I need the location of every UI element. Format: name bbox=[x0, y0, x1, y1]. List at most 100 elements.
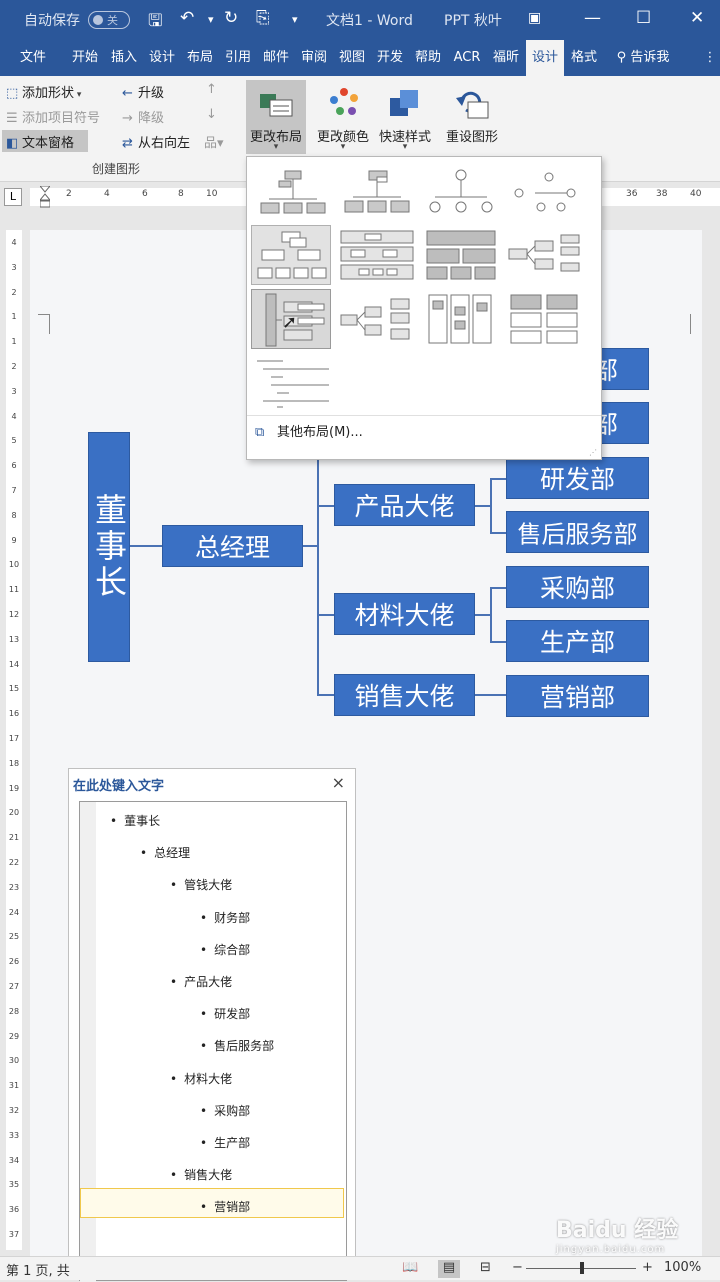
node-product-lead[interactable]: 产品大佬 bbox=[334, 484, 475, 526]
text-pane-item[interactable]: 总经理 bbox=[140, 844, 190, 861]
add-shape-button[interactable]: ⬚添加形状 ▾ bbox=[6, 86, 82, 101]
tab-review[interactable]: 审阅 bbox=[300, 50, 327, 65]
vruler-number: 13 bbox=[8, 634, 20, 644]
vruler-number: 20 bbox=[8, 808, 20, 818]
page-count[interactable]: 第 1 页, 共 bbox=[6, 1264, 70, 1279]
tab-file[interactable]: 文件 bbox=[19, 50, 46, 65]
text-pane-item[interactable]: 材料大佬 bbox=[170, 1070, 232, 1087]
text-pane-button[interactable]: ◧文本窗格 bbox=[6, 136, 75, 151]
text-pane-item[interactable]: 营销部 bbox=[200, 1198, 250, 1215]
layout-name-title-org[interactable] bbox=[337, 163, 417, 223]
layout-hierarchy-circles[interactable] bbox=[505, 163, 585, 223]
node-purchasing[interactable]: 采购部 bbox=[506, 566, 649, 608]
move-down-icon[interactable]: ↓ bbox=[206, 107, 217, 122]
save-icon[interactable]: 🖫 bbox=[148, 11, 163, 31]
add-bullet-button[interactable]: ☰添加项目符号 bbox=[6, 111, 101, 126]
node-aftersales[interactable]: 售后服务部 bbox=[506, 511, 649, 553]
text-pane-item[interactable]: 董事长 bbox=[110, 812, 160, 829]
text-pane-item[interactable]: 采购部 bbox=[200, 1102, 250, 1119]
maximize-icon[interactable]: ☐ bbox=[636, 8, 652, 28]
account-name[interactable]: PPT 秋叶 bbox=[444, 13, 502, 29]
tab-design[interactable]: 设计 bbox=[148, 50, 175, 65]
layout-horizontal-org-chart-hovered[interactable]: ➚ bbox=[251, 289, 331, 349]
node-rd[interactable]: 研发部 bbox=[506, 457, 649, 499]
layout-labeled-hierarchy[interactable] bbox=[337, 225, 417, 285]
redo-icon[interactable]: ↻ bbox=[224, 8, 239, 28]
tab-smartart-design[interactable]: 设计 bbox=[526, 40, 564, 76]
layout-org-chart[interactable] bbox=[253, 163, 333, 223]
layout-table-hierarchy[interactable] bbox=[421, 225, 501, 285]
node-chairman[interactable]: 董事长 bbox=[88, 432, 130, 662]
print-layout-icon[interactable]: ▤ bbox=[438, 1260, 460, 1278]
text-pane-item[interactable]: 销售大佬 bbox=[170, 1166, 232, 1183]
indent-marker[interactable] bbox=[38, 185, 52, 208]
text-pane-body[interactable]: 董事长总经理管钱大佬财务部综合部产品大佬研发部售后服务部材料大佬采购部生产部销售… bbox=[79, 801, 347, 1282]
text-pane-item[interactable]: 售后服务部 bbox=[200, 1037, 274, 1054]
layout-lined-list[interactable] bbox=[505, 289, 585, 349]
text-pane-item[interactable]: 研发部 bbox=[200, 1005, 250, 1022]
text-pane-item[interactable]: 管钱大佬 bbox=[170, 876, 232, 893]
text-pane-item[interactable]: 生产部 bbox=[200, 1134, 250, 1151]
tab-foxit[interactable]: 福昕 bbox=[492, 50, 519, 65]
tab-mailings[interactable]: 邮件 bbox=[262, 50, 289, 65]
change-colors-button[interactable]: 更改颜色 ▾ bbox=[314, 80, 372, 154]
layout-org-icon[interactable]: 品▾ bbox=[204, 136, 224, 151]
node-marketing[interactable]: 营销部 bbox=[506, 675, 649, 717]
zoom-slider-thumb[interactable] bbox=[580, 1262, 584, 1274]
node-production[interactable]: 生产部 bbox=[506, 620, 649, 662]
layout-horizontal-hierarchy[interactable] bbox=[505, 225, 585, 285]
text-pane-item[interactable]: 综合部 bbox=[200, 941, 250, 958]
node-sales-lead[interactable]: 销售大佬 bbox=[334, 674, 475, 716]
vruler-number: 10 bbox=[8, 560, 20, 570]
layout-circle-picture-hierarchy[interactable] bbox=[421, 163, 501, 223]
layout-hierarchy-current[interactable] bbox=[251, 225, 331, 285]
share-icon[interactable]: ⋮ bbox=[703, 50, 717, 65]
zoom-level[interactable]: 100% bbox=[664, 1260, 702, 1275]
web-layout-icon[interactable]: ⊟ bbox=[480, 1260, 491, 1275]
tab-help[interactable]: 帮助 bbox=[414, 50, 441, 65]
quick-styles-button[interactable]: 快速样式 ▾ bbox=[374, 80, 436, 154]
right-to-left-button[interactable]: ⇄从右向左 bbox=[122, 136, 191, 151]
qat-more-icon[interactable]: ▾ bbox=[292, 13, 298, 26]
layout-hierarchy-list[interactable] bbox=[253, 353, 333, 413]
ribbon-tabs: 文件 开始 插入 设计 布局 引用 邮件 审阅 视图 开发 帮助 ACR 福昕 … bbox=[0, 40, 720, 76]
undo-dropdown-icon[interactable]: ▾ bbox=[208, 13, 214, 26]
close-window-icon[interactable]: ✕ bbox=[690, 8, 705, 28]
tab-insert[interactable]: 插入 bbox=[110, 50, 137, 65]
change-layout-button[interactable]: 更改布局 ▾ bbox=[246, 80, 306, 154]
quick-styles-icon bbox=[390, 90, 418, 116]
read-mode-icon[interactable]: 📖 bbox=[402, 1260, 419, 1275]
tell-me-box[interactable]: ⚲ 告诉我 bbox=[616, 50, 670, 65]
demote-button[interactable]: →降级 bbox=[122, 111, 165, 126]
more-layouts-link[interactable]: ⧉其他布局(M)... bbox=[255, 425, 363, 440]
resize-grip-icon[interactable]: ⋰ bbox=[589, 448, 597, 457]
zoom-in-button[interactable]: + bbox=[642, 1260, 653, 1275]
tab-format[interactable]: 格式 bbox=[570, 50, 597, 65]
tab-developer[interactable]: 开发 bbox=[376, 50, 403, 65]
node-material-lead[interactable]: 材料大佬 bbox=[334, 593, 475, 635]
move-up-icon[interactable]: ↑ bbox=[206, 82, 217, 97]
ribbon-display-icon[interactable]: ▣ bbox=[528, 10, 542, 26]
text-pane-item[interactable]: 财务部 bbox=[200, 909, 250, 926]
reset-graphic-button[interactable]: 重设图形 bbox=[440, 80, 504, 154]
tab-view[interactable]: 视图 bbox=[338, 50, 365, 65]
lightbulb-icon: ⚲ bbox=[616, 50, 631, 65]
undo-icon[interactable]: ↶ bbox=[180, 8, 195, 28]
tab-selector[interactable]: L bbox=[4, 188, 22, 206]
zoom-out-button[interactable]: − bbox=[512, 1260, 523, 1275]
customize-icon[interactable]: ⎘ bbox=[256, 8, 270, 28]
close-icon[interactable]: × bbox=[331, 773, 345, 792]
minimize-icon[interactable]: — bbox=[584, 8, 601, 28]
autosave-toggle[interactable]: 关 bbox=[88, 11, 130, 29]
tab-references[interactable]: 引用 bbox=[224, 50, 251, 65]
text-pane-scrollbar[interactable] bbox=[80, 802, 96, 1282]
text-pane-item[interactable]: 产品大佬 bbox=[170, 973, 232, 990]
demote-arrow-icon: → bbox=[122, 111, 133, 126]
layout-horizontal-multilevel[interactable] bbox=[337, 289, 417, 349]
tab-layout[interactable]: 布局 bbox=[186, 50, 213, 65]
tab-acrobat[interactable]: ACR bbox=[453, 50, 481, 65]
node-general-manager[interactable]: 总经理 bbox=[162, 525, 303, 567]
layout-architecture[interactable] bbox=[421, 289, 501, 349]
promote-button[interactable]: ←升级 bbox=[122, 86, 165, 101]
tab-home[interactable]: 开始 bbox=[71, 50, 98, 65]
